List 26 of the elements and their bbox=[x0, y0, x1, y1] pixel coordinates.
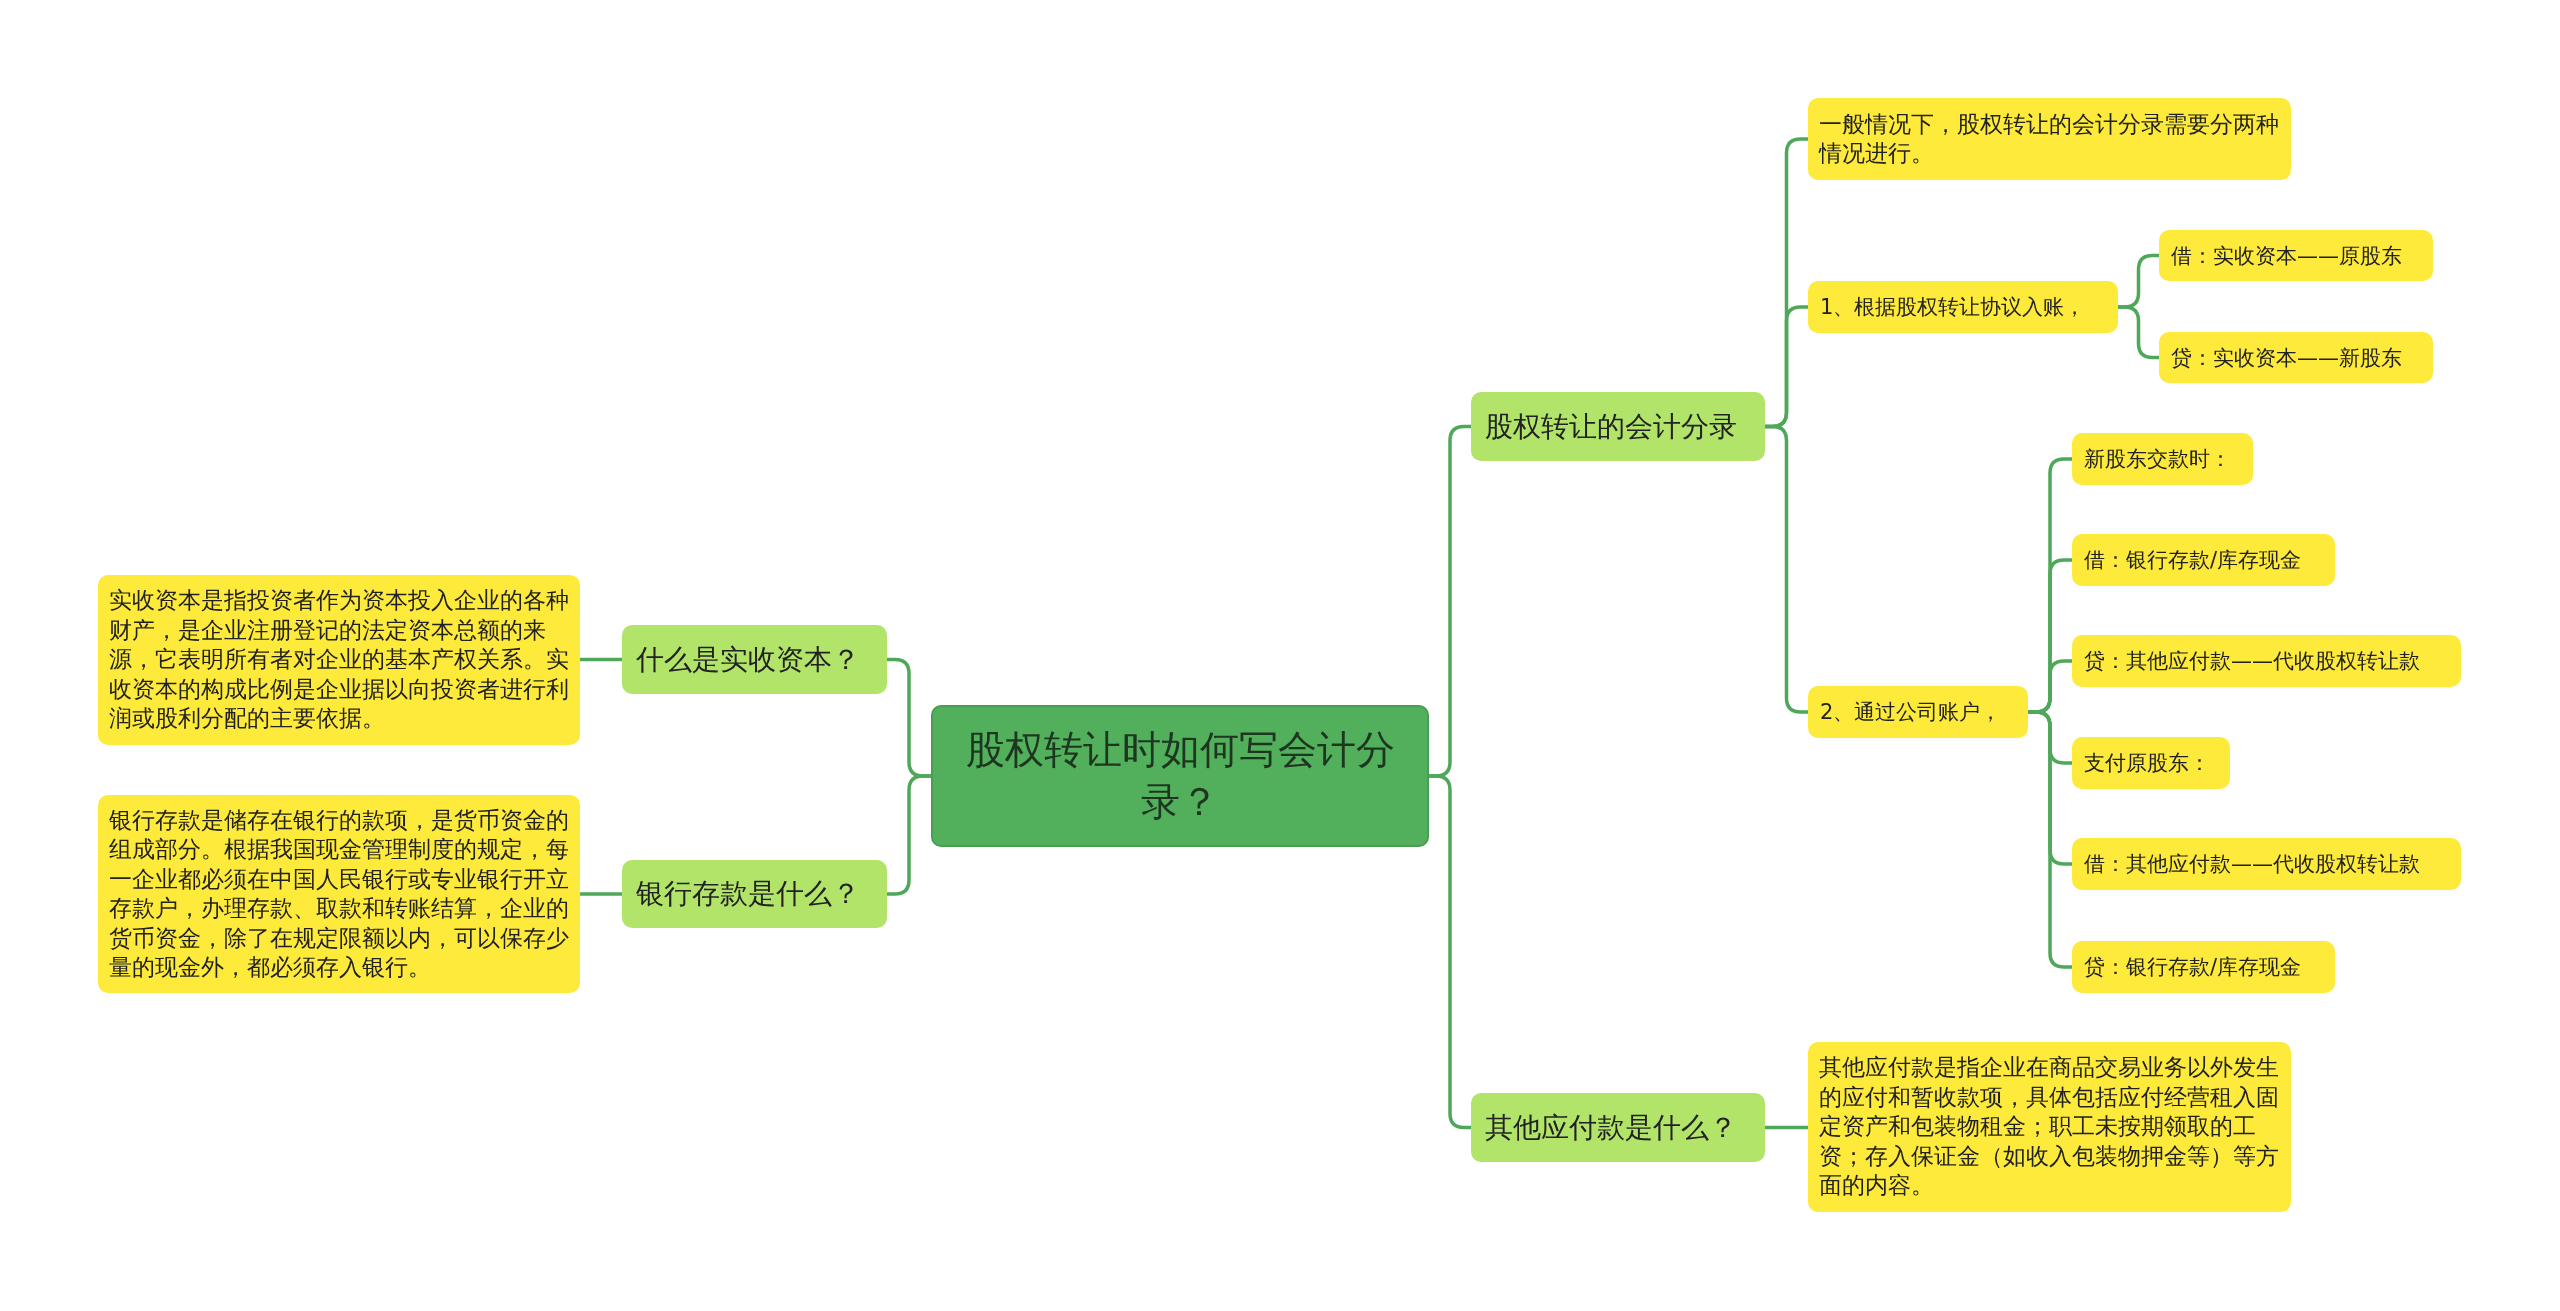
connector-line bbox=[580, 657, 622, 662]
connector-line bbox=[580, 892, 622, 896]
note-box: 其他应付款是指企业在商品交易业务以外发生的应付和暂收款项，具体包括应付经营租入固定资产和包装物租金；职工未按期领取的工资；存入保证金（如收入包装物押金等）等方面的内容。 bbox=[1808, 1042, 2291, 1212]
subtopic-box: 借：银行存款/库存现金 bbox=[2072, 534, 2335, 586]
central-topic-box: 股权转让时如何写会计分录？ bbox=[931, 705, 1429, 847]
topic-box: 什么是实收资本？ bbox=[622, 625, 887, 694]
note-box: 实收资本是指投资者作为资本投入企业的各种财产，是企业注册登记的法定资本总额的来源，它表明所有者对企业的基本产权关系。实收资本的构成比例是企业据以向投资者进行利润或股利分配的主要依据。 bbox=[98, 575, 580, 745]
subtopic-box: 借：其他应付款——代收股权转让款 bbox=[2072, 838, 2461, 890]
note-box: 银行存款是储存在银行的款项，是货币资金的组成部分。根据我国现金管理制度的规定，每一企业都必须在中国人民银行或专业银行开立存款户，办理存款、取款和转账结算，企业的货币资金，除了在规定限额以内，可以保存少量的现金外，都必须存入银行。 bbox=[98, 795, 580, 993]
subtopic-box: 贷：其他应付款——代收股权转让款 bbox=[2072, 635, 2461, 687]
subtopic-box: 2、通过公司账户， bbox=[1808, 686, 2028, 738]
topic-box: 银行存款是什么？ bbox=[622, 860, 887, 928]
connector-line bbox=[887, 774, 931, 896]
subtopic-box: 1、根据股权转让协议入账， bbox=[1808, 281, 2118, 333]
connector-line bbox=[1765, 424, 1808, 714]
topic-box: 其他应付款是什么？ bbox=[1471, 1093, 1765, 1162]
connector-line bbox=[1429, 774, 1471, 1130]
note-box: 一般情况下，股权转让的会计分录需要分两种情况进行。 bbox=[1808, 98, 2291, 180]
subtopic-box: 借：实收资本——原股东 bbox=[2159, 230, 2433, 281]
subtopic-box: 贷：实收资本——新股东 bbox=[2159, 332, 2433, 383]
topic-box: 股权转让的会计分录 bbox=[1471, 392, 1765, 461]
subtopic-box: 贷：银行存款/库存现金 bbox=[2072, 941, 2335, 993]
connector-line bbox=[2028, 710, 2072, 969]
subtopic-box: 新股东交款时： bbox=[2072, 433, 2253, 485]
subtopic-box: 支付原股东： bbox=[2072, 737, 2230, 789]
connector-line bbox=[1765, 1125, 1808, 1130]
